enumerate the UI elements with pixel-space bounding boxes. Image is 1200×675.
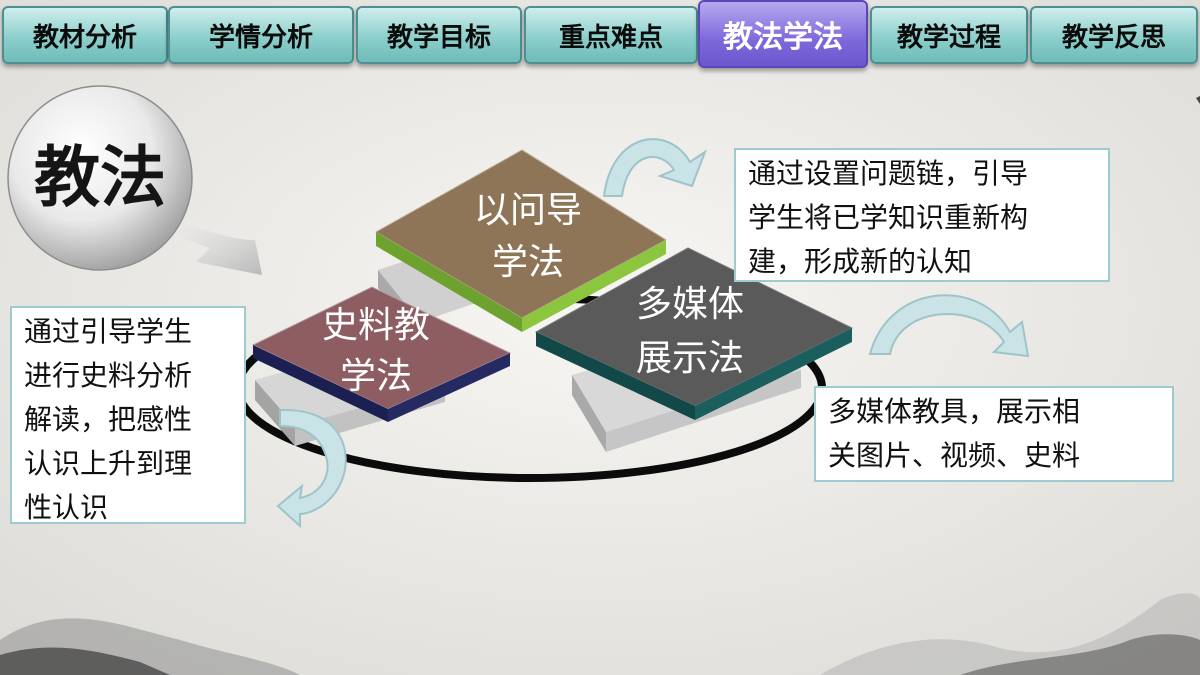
cycle-arrow-top-icon [602, 138, 708, 197]
method-tile-question-guided: 以问导 学法 [374, 149, 667, 332]
description-line: 解读，把感性 [24, 403, 193, 436]
description-line: 建，形成新的认知 [748, 245, 973, 278]
method-label-line2: 学法 [340, 356, 412, 397]
description-line: 通过引导学生 [24, 315, 193, 348]
description-historical-material: 通过引导学生进行史料分析解读，把感性认识上升到理性认识 [10, 306, 246, 524]
method-label-line1: 多媒体 [636, 284, 744, 325]
nav-tabs: 教材分析学情分析教学目标重点难点教法学法教学过程教学反思 [0, 0, 1200, 72]
tab-4[interactable]: 重点难点 [524, 6, 698, 64]
tab-2[interactable]: 学情分析 [168, 6, 354, 64]
description-line: 认识上升到理 [24, 447, 193, 480]
section-title: 教法 [34, 138, 166, 216]
description-line: 关图片、视频、史料 [828, 439, 1081, 472]
description-line: 进行史料分析 [24, 359, 193, 392]
description-multimedia: 多媒体教具，展示相关图片、视频、史料 [814, 386, 1174, 482]
cycle-arrow-right-icon [868, 294, 1030, 358]
tab-1[interactable]: 教材分析 [2, 6, 168, 64]
tab-3[interactable]: 教学目标 [356, 6, 522, 64]
method-label-line2: 展示法 [636, 338, 744, 379]
tab-5[interactable]: 教法学法 [698, 0, 868, 68]
cycle-arrow-left-icon [276, 408, 347, 529]
tab-7[interactable]: 教学反思 [1030, 6, 1198, 64]
description-line: 通过设置问题链，引导 [748, 157, 1029, 190]
method-tile-historical-material: 史料教 学法 [251, 286, 512, 422]
method-label-line1: 以问导 [474, 190, 582, 231]
description-question-guided: 通过设置问题链，引导学生将已学知识重新构建，形成新的认知 [734, 148, 1110, 282]
cycle-arrows [276, 138, 1030, 529]
method-tile-multimedia: 多媒体 展示法 [534, 247, 854, 420]
description-line: 学生将已学知识重新构 [748, 201, 1029, 234]
tab-6[interactable]: 教学过程 [870, 6, 1028, 64]
method-label-line2: 学法 [492, 242, 564, 283]
description-line: 多媒体教具，展示相 [828, 395, 1081, 428]
description-line: 性认识 [24, 491, 109, 524]
method-label-line1: 史料教 [322, 305, 430, 346]
title-orb [7, 85, 193, 271]
